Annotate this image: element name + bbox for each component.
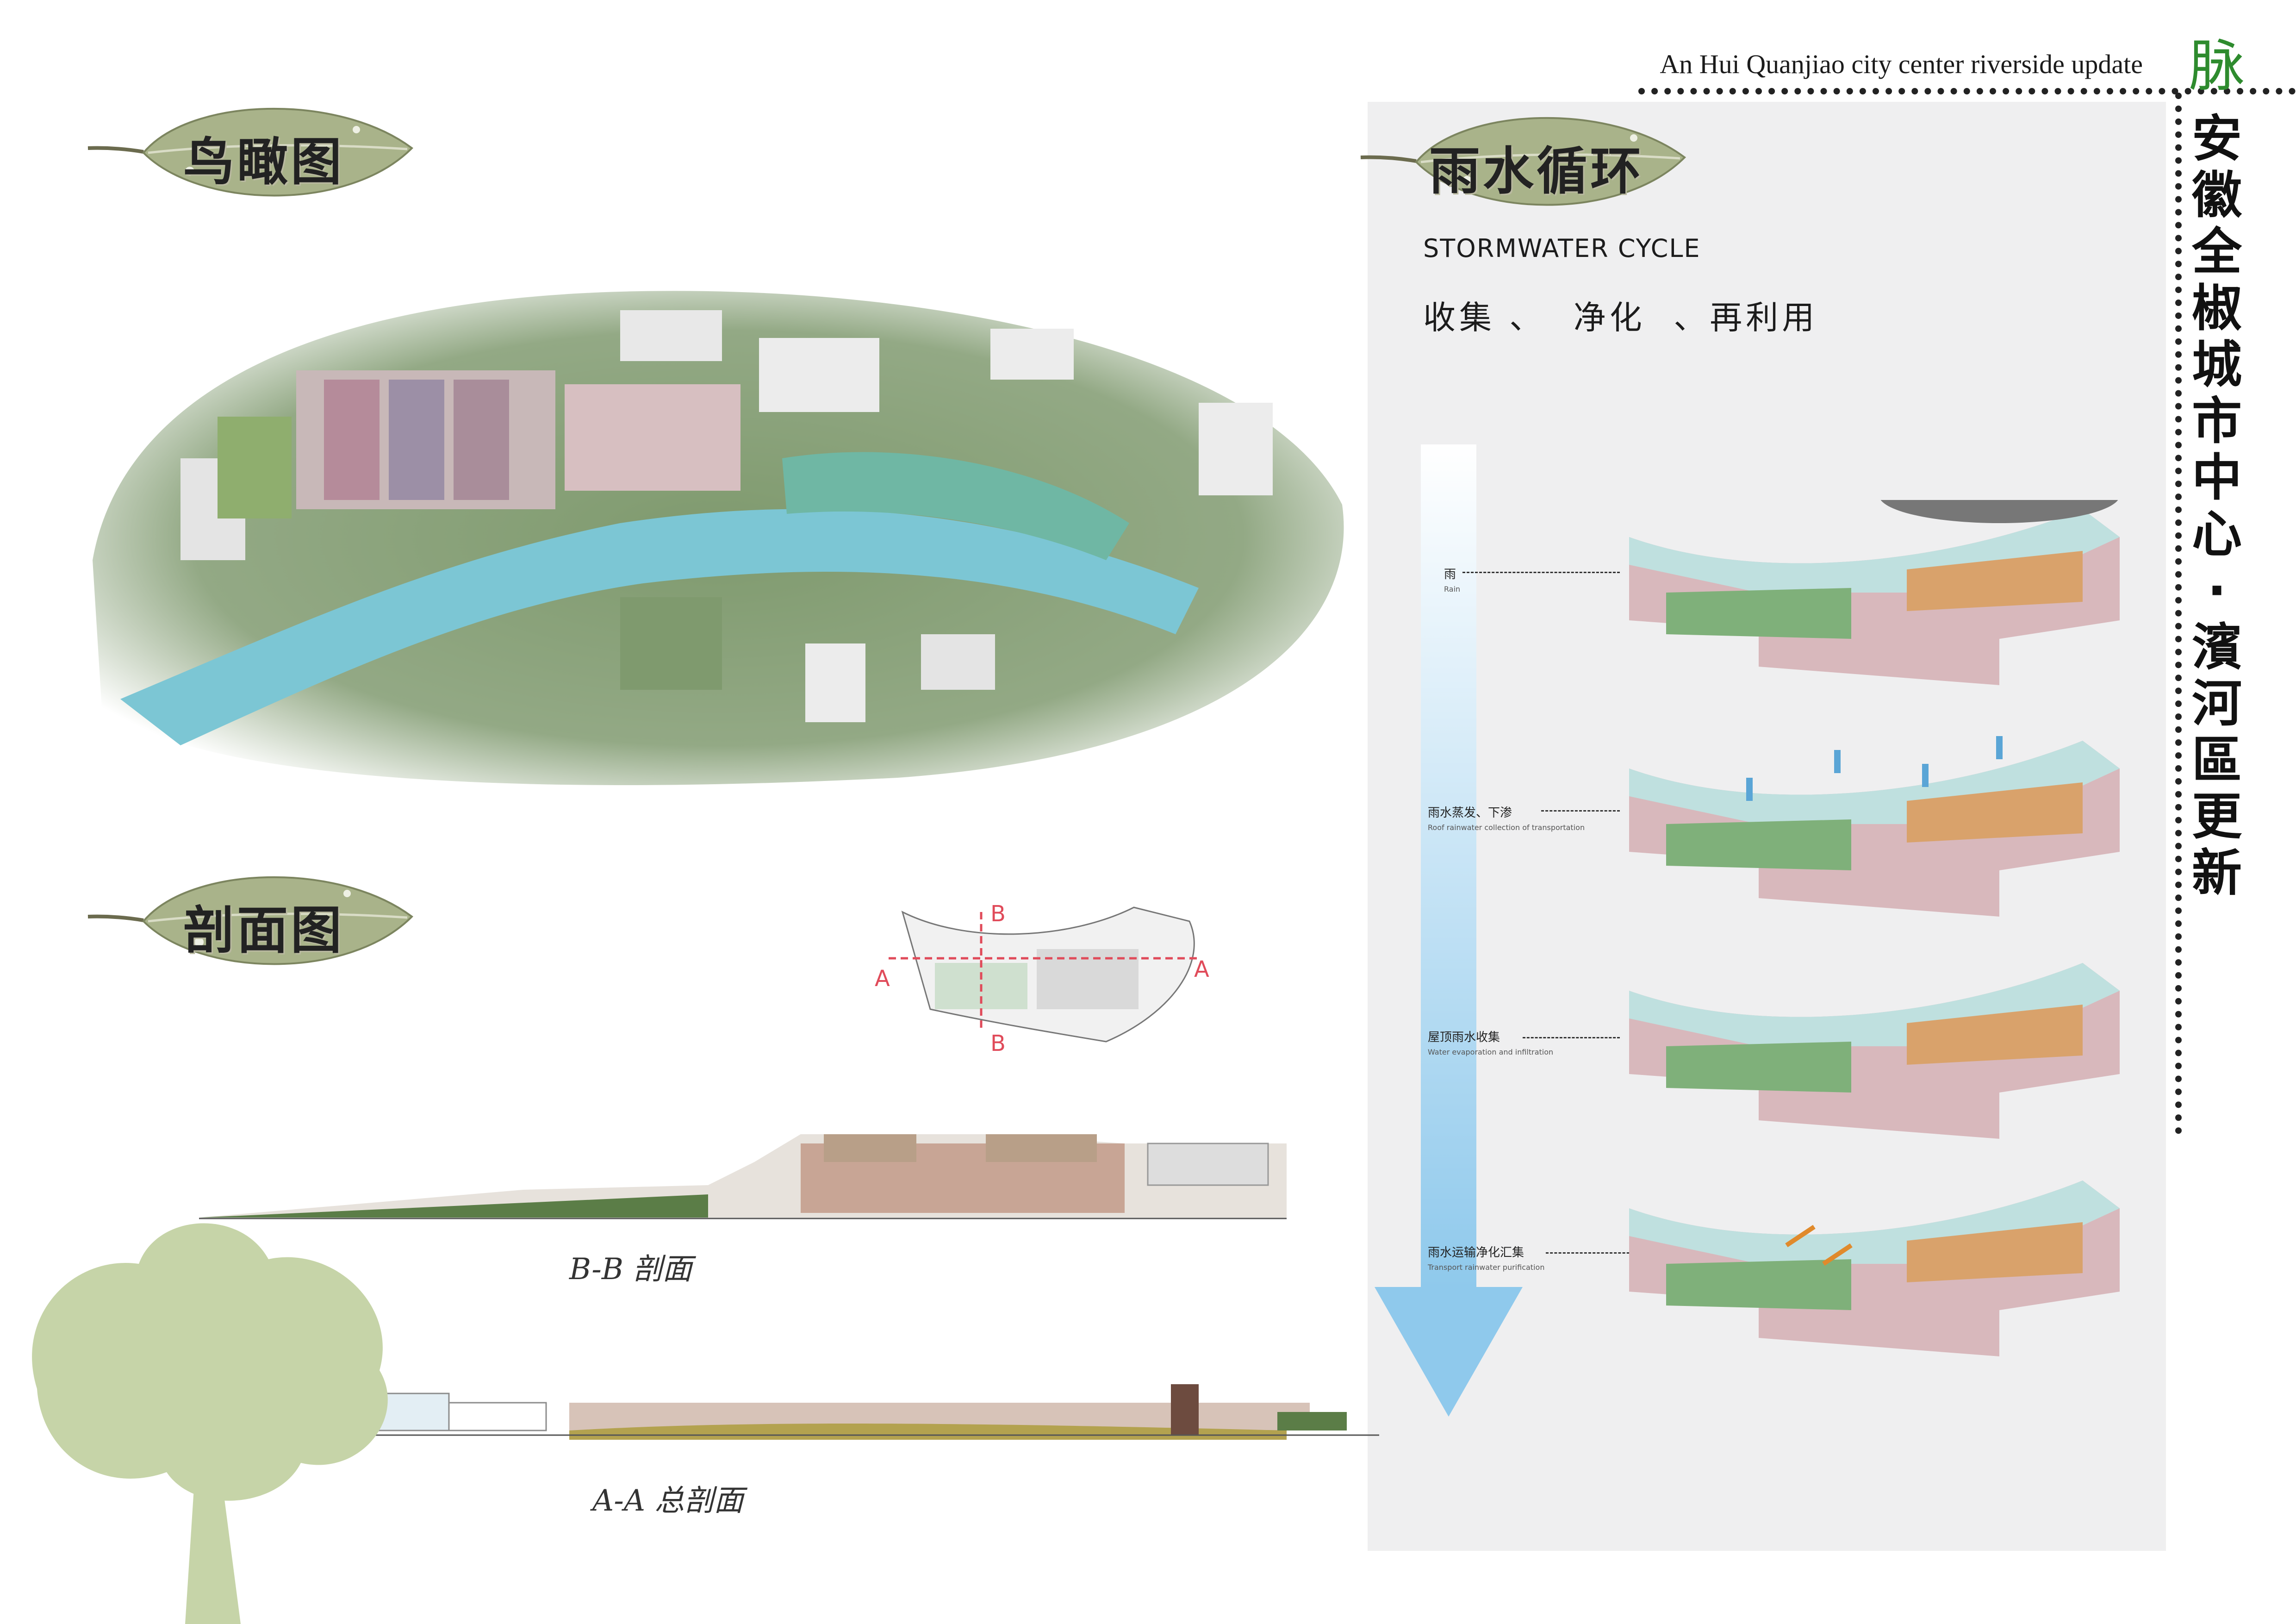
leaf-icon (87, 876, 414, 965)
aerial-view-image (93, 291, 1344, 785)
vertical-title-char: 更 (2191, 788, 2242, 846)
brand-char: 脉 (2189, 34, 2245, 99)
stage-label-en: Roof rainwater collection of transportat… (1428, 823, 1585, 832)
vertical-title-char: 徽 (2191, 167, 2242, 225)
stage-label-cn: 屋顶雨水收集 (1428, 1031, 1500, 1044)
stormwater-subtitle-cn: 收集 、 净化 、再利用 (1423, 299, 1818, 337)
leader-line (1523, 1037, 1620, 1038)
section-key-map: A A B B (875, 901, 1209, 1056)
stormwater-block-evaporation (1629, 736, 2120, 917)
stage-label: 雨水运输净化汇集 Transport rainwater purificatio… (1428, 1243, 1544, 1272)
aa-section-label: A-A 总剖面 (592, 1484, 744, 1518)
vertical-title-char: 新 (2191, 844, 2242, 902)
leader-line (1462, 572, 1620, 573)
vertical-title-char: 市 (2191, 393, 2242, 450)
section-title: 剖面图 (183, 901, 344, 960)
leaf-badge-section: 剖面图 (79, 861, 421, 981)
project-title: An Hui Quanjiao city center riverside up… (1660, 49, 2143, 79)
vertical-title-char: 椒 (2191, 280, 2242, 337)
leaf-icon (87, 107, 414, 197)
stage-label: 雨 Rain (1444, 565, 1460, 593)
aerial-title: 鸟瞰图 (183, 132, 344, 192)
stage-label-en: Rain (1444, 585, 1461, 593)
stormwater-block-roof-collection (1629, 963, 2120, 1139)
bb-section-drawing (199, 1134, 1287, 1219)
leaf-icon (1360, 117, 1686, 206)
stage-label: 雨水蒸发、下渗 Roof rainwater collection of tra… (1428, 803, 1585, 832)
header-dotted-rule (1638, 88, 2296, 94)
vertical-title-char: 河 (2191, 675, 2242, 733)
vertical-title-char: 濱 (2191, 618, 2242, 676)
stage-label-cn: 雨水运输净化汇集 (1428, 1246, 1524, 1260)
stormwater-block-rain (1629, 500, 2120, 685)
leader-line (1546, 1252, 1634, 1254)
leader-line (1541, 810, 1620, 812)
leaf-badge-aerial: 鸟瞰图 (79, 93, 421, 213)
stormwater-title: 雨水循环 (1429, 142, 1644, 201)
marker-b-top: B (990, 901, 1006, 927)
stage-label-cn: 雨 (1444, 568, 1456, 581)
flow-down-arrow-icon (1375, 444, 1523, 1417)
stormwater-subtitle-en: STORMWATER CYCLE (1423, 234, 1701, 263)
stormwater-block-transport (1629, 1181, 2120, 1356)
leaf-badge-stormwater: 雨水循环 (1351, 102, 1694, 222)
vertical-title-char: 中 (2191, 449, 2242, 507)
vertical-title-char: 城 (2191, 336, 2242, 394)
stage-label: 屋顶雨水收集 Water evaporation and infiltratio… (1428, 1028, 1553, 1056)
stage-label-en: Water evaporation and infiltration (1428, 1048, 1554, 1056)
stage-label-cn: 雨水蒸发、下渗 (1428, 806, 1512, 820)
marker-a-left: A (875, 966, 890, 992)
side-dotted-rule (2175, 93, 2182, 1134)
vertical-title-char: 區 (2191, 731, 2242, 789)
marker-a-right: A (1194, 956, 1209, 982)
vertical-title-char: 全 (2191, 223, 2242, 281)
bb-section-label: B-B 剖面 (569, 1252, 692, 1287)
vertical-title: 安 徽 全 椒 城 市 中 心 · 濱 河 區 更 新 (2182, 111, 2252, 902)
vertical-title-char: 安 (2191, 110, 2242, 168)
decorative-tree-icon (32, 1223, 388, 1624)
stage-label-en: Transport rainwater purification (1428, 1263, 1545, 1272)
vertical-title-char: 心 (2191, 506, 2242, 563)
vertical-title-char: · (2207, 562, 2227, 620)
marker-b-bottom: B (990, 1031, 1006, 1056)
